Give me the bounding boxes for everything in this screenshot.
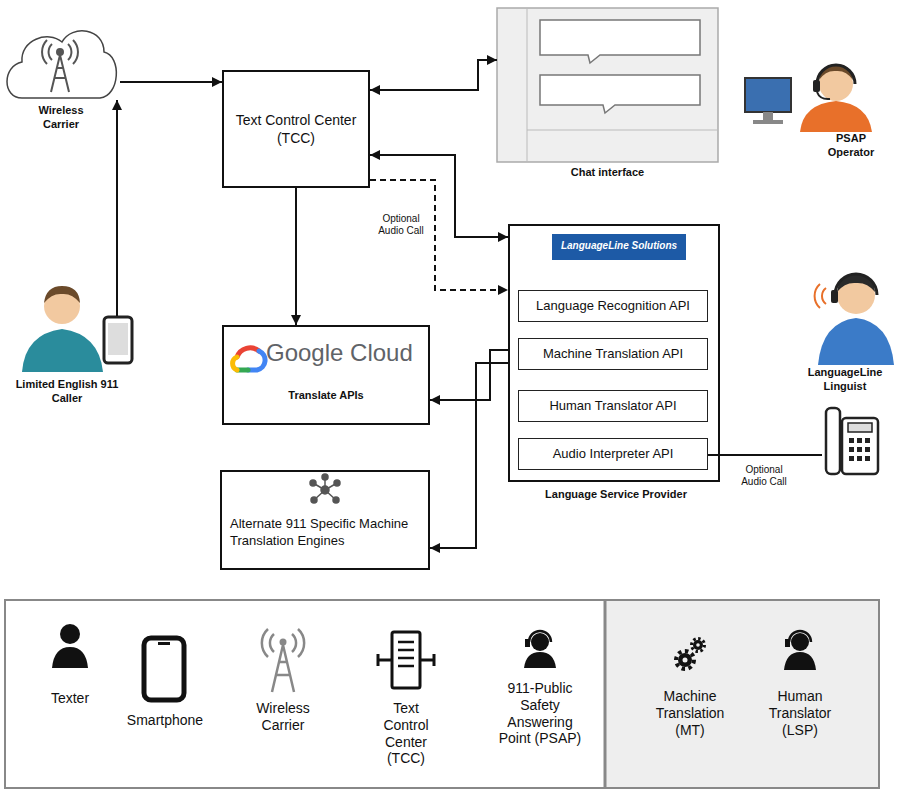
node-label-holder: LanguageLine Linguist: [792, 366, 898, 394]
connector: [370, 55, 497, 95]
api-box: Audio Interpreter API: [518, 438, 708, 470]
desk-phone: [826, 408, 878, 474]
connector: [291, 188, 301, 325]
connector-line: [430, 350, 508, 400]
node-label-holder: Wireless Carrier: [26, 104, 96, 132]
connector: [112, 100, 122, 316]
connector: [370, 150, 508, 242]
process-box: Text Control Center (TCC): [222, 70, 370, 188]
legend-label: Texter: [40, 690, 100, 707]
caller-figure-node: Limited English 911 Caller: [15, 316, 137, 364]
languageline-logo: [552, 234, 686, 260]
node-label-holder: Google Cloud: [266, 339, 426, 367]
arrowhead: [370, 85, 380, 95]
connector: [708, 455, 822, 456]
chat-panel: [497, 8, 718, 162]
connector-line: [430, 363, 508, 548]
arrowhead: [430, 543, 440, 553]
node-label: Limited English 911 Caller: [7, 378, 127, 406]
node-label: Language Service Provider: [510, 488, 722, 502]
connector-line: [370, 180, 508, 290]
legend-label: Human Translator (LSP): [755, 688, 845, 738]
connector-line: [708, 454, 822, 456]
legend-label-holder: Texter: [40, 690, 100, 707]
legend-label: Text Control Center (TCC): [375, 700, 437, 767]
edge-label-holder: Optional Audio Call: [735, 464, 793, 488]
node-label: Alternate 911 Specific Machine Translati…: [230, 516, 420, 550]
legend-label: Machine Translation (MT): [645, 688, 735, 738]
operator-figure: PSAP Operator: [740, 62, 885, 162]
connector: [430, 350, 508, 405]
legend-label-holder: Machine Translation (MT): [645, 688, 735, 738]
node-label: Google Cloud: [266, 339, 426, 367]
arrowhead: [430, 395, 440, 405]
connector: [120, 77, 222, 87]
connector-line: [295, 188, 297, 325]
node-label: Language Recognition API: [536, 298, 690, 315]
node-label: Chat interface: [497, 166, 718, 180]
edge-label: Optional Audio Call: [735, 464, 793, 488]
node-label: LanguageLine Linguist: [792, 366, 898, 394]
node-label: Human Translator API: [549, 398, 676, 415]
engine-box: Alternate 911 Specific Machine Translati…: [220, 470, 430, 570]
legend-label: Wireless Carrier: [243, 700, 323, 734]
api-box: Machine Translation API: [518, 338, 708, 370]
node-label: LanguageLine Solutions: [552, 240, 686, 251]
carrier-cloud: [7, 31, 116, 98]
legend-label-holder: Human Translator (LSP): [755, 688, 845, 738]
connector-line: [116, 100, 118, 316]
legend-frame: [5, 600, 879, 788]
connector-line: [120, 81, 222, 83]
legend-label: 911-Public Safety Answering Point (PSAP): [490, 680, 590, 747]
node-label-holder: Chat interface: [497, 166, 718, 180]
legend-label: Smartphone: [120, 712, 210, 729]
legend-label-holder: Smartphone: [120, 712, 210, 729]
network-icon: [310, 474, 340, 503]
arrowhead: [370, 150, 380, 160]
node-label-holder: PSAP Operator: [820, 132, 882, 160]
arrowhead: [487, 55, 497, 65]
node-label: Text Control Center (TCC): [232, 111, 360, 147]
edge-label: Optional Audio Call: [372, 213, 430, 237]
service-box: Google CloudTranslate APIs: [222, 325, 430, 425]
linguist-figure: [815, 274, 894, 365]
node-label: Audio Interpreter API: [553, 446, 674, 463]
tower-icon: [42, 40, 78, 92]
arrowhead: [498, 232, 508, 242]
node-label-holder: Translate APIs: [224, 389, 428, 403]
node-label: Machine Translation API: [543, 346, 683, 363]
chat-interface: Chat interface: [497, 8, 718, 162]
arrowhead: [212, 77, 222, 87]
node-label-holder: Language Service Provider: [510, 488, 722, 502]
provider-box: LanguageLine SolutionsLanguage Service P…: [508, 224, 720, 482]
connector-line: [370, 155, 508, 237]
node-label-holder: Alternate 911 Specific Machine Translati…: [230, 516, 420, 550]
legend-label-holder: Text Control Center (TCC): [375, 700, 437, 767]
node-label: PSAP Operator: [820, 132, 882, 160]
dashed-connector: [370, 180, 508, 295]
connector: [430, 363, 508, 553]
node-label: Wireless Carrier: [26, 104, 96, 132]
arrowhead: [498, 285, 508, 295]
node-label-holder: LanguageLine Solutions: [552, 240, 686, 251]
legend-label-holder: 911-Public Safety Answering Point (PSAP): [490, 680, 590, 747]
carrier-cloud-node: Wireless Carrier: [3, 28, 120, 100]
legend-label-holder: Wireless Carrier: [243, 700, 323, 734]
arrowhead: [112, 100, 122, 110]
arrowhead: [291, 315, 301, 325]
google-cloud-logo: [233, 348, 265, 370]
edge-label-holder: Optional Audio Call: [372, 213, 430, 237]
caller-figure: [22, 286, 132, 372]
node-label: Translate APIs: [224, 389, 428, 403]
api-box: Language Recognition API: [518, 290, 708, 322]
linguist-node: LanguageLine Linguist: [822, 402, 884, 480]
connector-line: [370, 60, 497, 90]
node-label-holder: Limited English 911 Caller: [7, 378, 127, 406]
psap-operator-figure: [745, 64, 872, 132]
api-box: Human Translator API: [518, 390, 708, 422]
